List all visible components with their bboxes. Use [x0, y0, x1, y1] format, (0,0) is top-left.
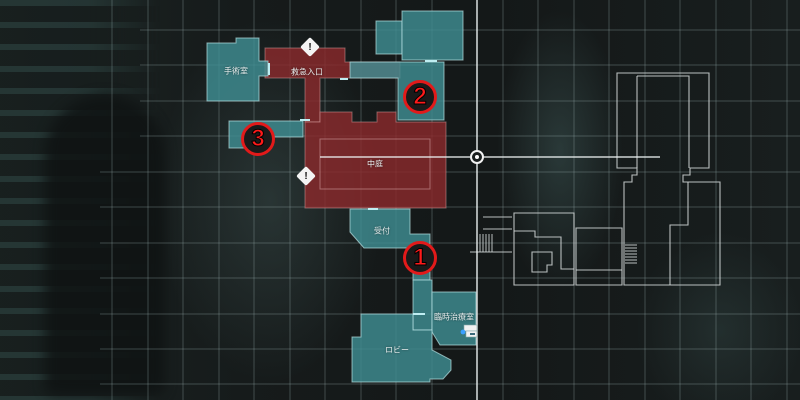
room-label-lobby: ロビー	[385, 345, 409, 355]
item-icon[interactable]	[460, 324, 478, 338]
alert-emergency-entrance-icon[interactable]: !	[300, 37, 320, 57]
room-upper-left-small[interactable]	[375, 20, 403, 55]
unexplored-hall-north	[616, 72, 721, 286]
marker-3[interactable]: 3	[241, 122, 275, 156]
map-cursor-icon[interactable]	[470, 150, 484, 164]
marker-2[interactable]: 2	[403, 80, 437, 114]
unexplored-room-center	[575, 227, 623, 286]
background-figure	[45, 95, 165, 395]
room-south-corridor[interactable]	[412, 279, 433, 331]
room-label-emergency-entrance: 救急入口	[291, 67, 323, 77]
room-label-courtyard: 中庭	[367, 159, 383, 169]
room-courtyard[interactable]	[304, 111, 447, 209]
room-upper-right-large[interactable]	[401, 10, 464, 61]
unexplored-room-west	[513, 212, 575, 286]
marker-1[interactable]: 1	[403, 241, 437, 275]
room-lobby[interactable]	[351, 313, 452, 383]
room-label-operating-room: 手術室	[224, 66, 248, 76]
alert-courtyard-icon[interactable]: !	[296, 166, 316, 186]
room-label-reception: 受付	[374, 226, 390, 236]
room-emergency-entrance[interactable]	[264, 47, 401, 123]
room-operating-room[interactable]	[206, 37, 269, 102]
room-label-temp-treatment-room: 臨時治療室	[434, 312, 474, 322]
